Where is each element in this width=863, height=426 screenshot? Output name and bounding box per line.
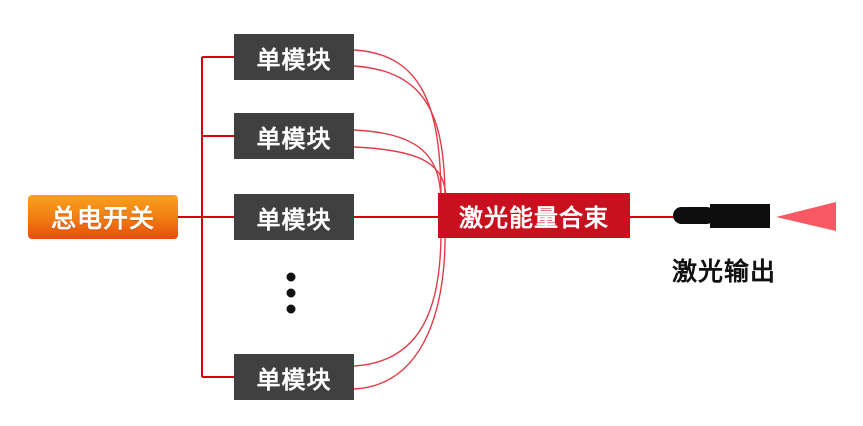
module-node-2: 单模块 xyxy=(234,113,354,159)
module4-fiber-curve-a xyxy=(353,231,442,367)
main-power-switch-label: 总电开关 xyxy=(50,205,155,233)
laser-beam-icon xyxy=(776,202,836,231)
ellipsis-dot xyxy=(286,288,296,298)
module-node-1: 单模块 xyxy=(234,34,354,80)
module-label: 单模块 xyxy=(256,125,332,153)
module-node-3: 单模块 xyxy=(234,194,354,240)
module-label: 单模块 xyxy=(256,206,332,234)
ellipsis-dot xyxy=(286,304,296,314)
module2-fiber-curve-a xyxy=(353,129,442,201)
main-power-switch-node: 总电开关 xyxy=(28,195,178,239)
module-label: 单模块 xyxy=(256,46,332,74)
module2-fiber-curve-b xyxy=(353,146,447,201)
laser-head-icon xyxy=(673,204,770,228)
laser-head-barrel xyxy=(710,204,770,228)
module1-fiber-curve-b xyxy=(353,65,446,201)
beam-combiner-node: 激光能量合束 xyxy=(438,193,630,238)
module-node-4: 单模块 xyxy=(234,354,354,400)
beam-combiner-label: 激光能量合束 xyxy=(459,205,609,232)
laser-output-label: 激光输出 xyxy=(659,255,789,286)
laser-output-label-text: 激光输出 xyxy=(671,258,776,286)
more-modules-ellipsis-icon xyxy=(286,272,296,314)
module1-fiber-curve-a xyxy=(353,49,442,201)
ellipsis-dot xyxy=(286,272,296,282)
laser-head-neck xyxy=(673,207,715,224)
module-label: 单模块 xyxy=(256,366,332,394)
module4-fiber-curve-b xyxy=(353,231,446,390)
